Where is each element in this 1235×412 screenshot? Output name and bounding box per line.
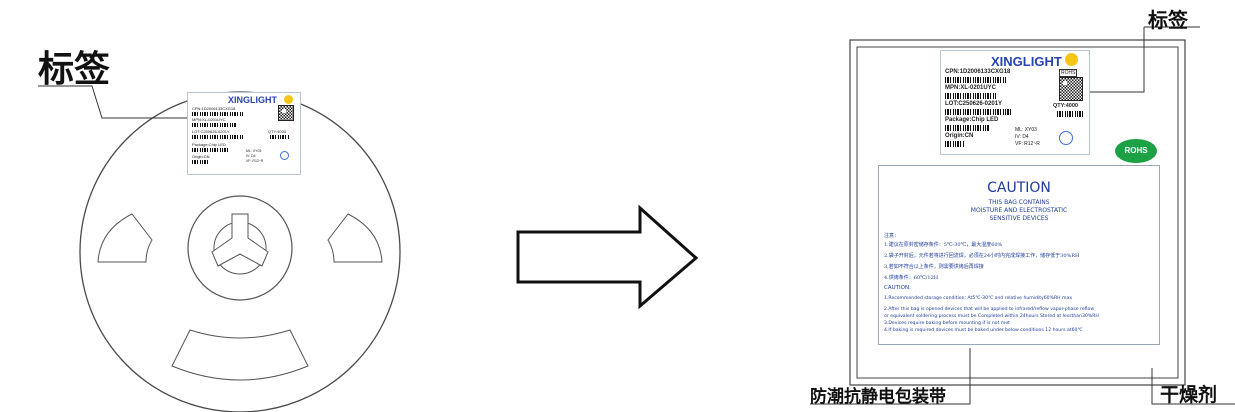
callout-desiccant: 干燥剂: [1160, 380, 1217, 407]
caution-zh-2: 2.袋子开封后，元件若将进行回流焊，必须在24小时内完成焊接工作，储存低于30%…: [884, 252, 1079, 259]
reel-qr-code: [278, 105, 294, 121]
caution-zh-4: 4.烘烤条件：60℃/12H: [884, 274, 938, 281]
bag-qty: QTY:4000: [1053, 103, 1078, 109]
bag-barcode-qty: [1057, 111, 1083, 117]
bag-origin: Origin:CN: [945, 133, 973, 139]
globe-icon: [1059, 131, 1073, 145]
caution-en-2: 2.After this bag is opened devices that …: [884, 307, 1094, 312]
bag-rohs-small: ROHS: [1059, 69, 1077, 77]
reel-barcode-origin: [192, 160, 208, 164]
bag-vf: VF: R12~R: [1015, 141, 1040, 147]
caution-label: CAUTION THIS BAG CONTAINS MOISTURE AND E…: [878, 165, 1160, 345]
caution-sub3: SENSITIVE DEVICES: [879, 215, 1159, 222]
reel-barcode-package: [192, 148, 230, 152]
globe-icon: [280, 151, 289, 160]
bag-lot: LOT:C250626-0201Y: [945, 101, 1002, 107]
reel-brand: XINGLIGHT: [228, 95, 277, 105]
reel-barcode-cpn: [192, 112, 244, 116]
bag-qr-code: [1059, 77, 1083, 101]
callout-bag: 防潮抗静电包装带: [810, 382, 946, 407]
caution-en-5: 4.If baking is required devices must be …: [884, 328, 1083, 333]
reel-label: XINGLIGHT CPN:1D2006133CXG18 MPN:XL-0201…: [187, 92, 301, 175]
reel-lot: LOT:C250626-0201Y: [192, 129, 230, 134]
bag-barcode-lot: [945, 109, 1011, 115]
reel-package: Package:Chip LED: [192, 142, 226, 147]
caution-sub2: MOISTURE AND ELECTROSTATIC: [879, 207, 1159, 214]
callout-label-right: 标签: [1148, 4, 1188, 33]
bag-ml: ML: XY03: [1015, 127, 1037, 133]
sun-icon: [284, 95, 293, 104]
reel-cpn: CPN:1D2006133CXG18: [192, 106, 235, 111]
bag-barcode-mpn: [945, 93, 997, 99]
reel-origin: Origin:CN: [192, 154, 210, 159]
reel-window-bottom: [172, 330, 308, 380]
bag-iv: IV: D4: [1015, 134, 1029, 140]
caution-zh-3: 3.若如不符合以上条件，则需要烘烤后再焊接: [884, 263, 984, 270]
bag-mpn: MPN:XL-0201UYC: [945, 85, 996, 91]
reel-barcode-mpn: [192, 123, 236, 127]
caution-en-3: or equivalent soldering process must be …: [884, 314, 1099, 319]
caution-sub1: THIS BAG CONTAINS: [879, 199, 1159, 206]
bag-barcode-origin: [945, 141, 965, 147]
caution-zh-head: 注意：: [884, 232, 899, 239]
arrow-shape: [518, 208, 696, 306]
caution-title: CAUTION: [879, 180, 1159, 196]
rohs-badge: ROHS: [1115, 139, 1157, 163]
caution-zh-1: 1.建议在原封密储存条件：5℃-30℃，最大湿度60%: [884, 241, 1002, 248]
bag-label: XINGLIGHT CPN:1D2006133CXG18 ROHS MPN:XL…: [940, 50, 1090, 155]
caution-en-4: 3.Devices require baking before mounting…: [884, 321, 1010, 326]
caution-en-head: CAUTION:: [884, 285, 911, 291]
sun-icon: [1065, 53, 1078, 66]
bag-package: Package:Chip LED: [945, 117, 998, 123]
callout-label-left: 标签: [38, 40, 110, 92]
reel-barcode-qty: [270, 135, 290, 139]
bag-cpn: CPN:1D2006133CXG18: [945, 69, 1010, 75]
bag-barcode-cpn: [945, 77, 1007, 83]
bag-brand: XINGLIGHT: [991, 54, 1062, 69]
caution-en-1: 1.Recommended storage condition: At5℃-30…: [884, 296, 1072, 301]
reel-ml: ML: XY03: [246, 149, 261, 153]
reel-mpn: MPN:XL-0201UYC: [192, 117, 226, 122]
reel-vf: VF: R12~R: [246, 159, 263, 163]
reel-barcode-lot: [192, 135, 244, 139]
reel-qty: QTY:4000: [268, 129, 286, 134]
reel-iv: IV: D4: [246, 154, 256, 158]
bag-barcode-package: [945, 125, 989, 131]
